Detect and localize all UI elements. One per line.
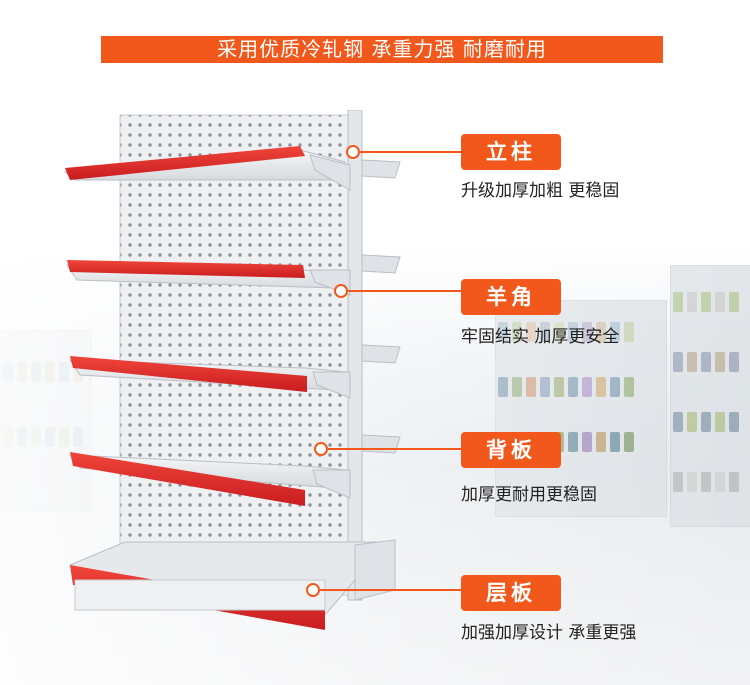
feature-tag: 层板 [461,575,561,611]
gondola-shelf-illustration [63,110,401,630]
callout-line [320,589,461,591]
feature-description: 牢固结实 加厚更安全 [461,327,620,347]
callout-dot [334,284,348,298]
shelf-level [68,452,351,506]
shelf-level [63,146,351,191]
callout-dot [346,145,360,159]
feature-description: 加厚更耐用更稳固 [461,485,597,505]
callout-line [328,448,461,450]
feature-tag: 羊角 [461,279,561,315]
shelf-level [69,356,351,399]
base-shelf [69,539,396,630]
feature-tag: 背板 [461,432,561,468]
callout-line [348,290,461,292]
shelf-level [66,260,351,296]
feature-tag: 立柱 [461,134,561,170]
callout-dot [306,583,320,597]
title-banner: 采用优质冷轧钢 承重力强 耐磨耐用 [101,36,663,63]
callout-dot [314,442,328,456]
feature-description: 加强加厚设计 承重更强 [461,623,637,643]
callout-line [360,151,461,153]
feature-description: 升级加厚加粗 更稳固 [461,181,620,201]
back-panel [119,114,353,596]
